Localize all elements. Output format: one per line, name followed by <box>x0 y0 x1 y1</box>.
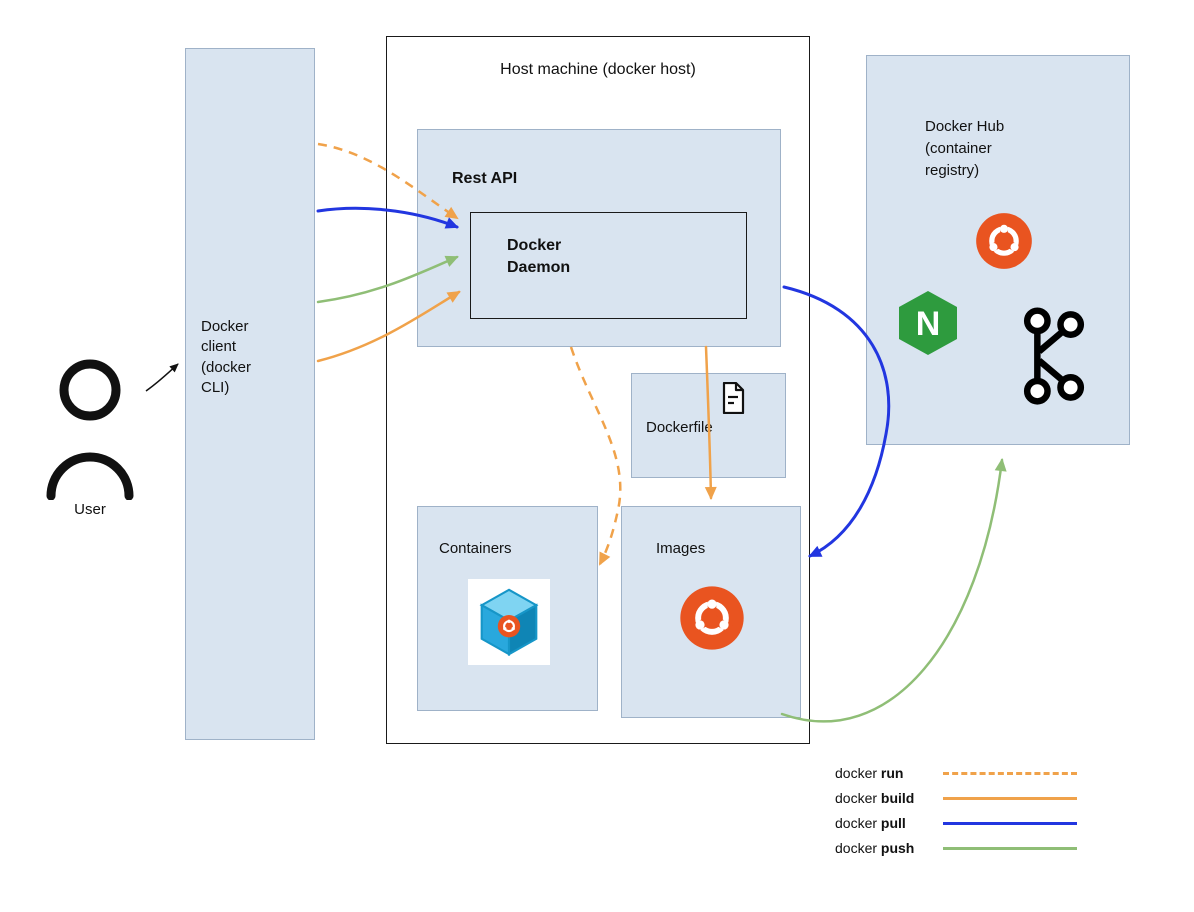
legend-prefix: docker <box>835 789 881 806</box>
legend-item-run: docker run <box>835 760 1077 785</box>
document-icon <box>722 382 745 414</box>
dockerfile-title: Dockerfile <box>646 419 713 436</box>
legend-item-build: docker build <box>835 785 1077 810</box>
containers-box: Containers <box>417 506 598 711</box>
legend-line-push <box>943 846 1077 850</box>
docker-client-title: Docker client <box>201 318 249 356</box>
legend-item-pull: docker pull <box>835 810 1077 835</box>
docker-hub-box: Docker Hub (container registry) N <box>866 55 1130 445</box>
legend-verb-run: run <box>880 764 904 781</box>
legend-prefix: docker <box>835 764 881 781</box>
nginx-letter: N <box>916 305 941 343</box>
docker-daemon-title: Docker Daemon <box>507 237 571 277</box>
docker-push-arrow-images-hub <box>780 458 1007 723</box>
ubuntu-mini-logo <box>497 615 521 638</box>
host-machine-box: Host machine (docker host) Rest API Dock… <box>386 36 810 744</box>
docker-client-subtitle: (docker CLI) <box>201 358 252 396</box>
legend-prefix: docker <box>835 814 881 831</box>
rest-api-title: Rest API <box>452 170 518 187</box>
user-to-client-arrow <box>145 363 179 392</box>
containers-title: Containers <box>439 540 512 557</box>
legend-verb-build: build <box>880 789 915 806</box>
legend-item-push: docker push <box>835 835 1077 860</box>
ubuntu-logo-icon <box>680 586 744 650</box>
dockerfile-box: Dockerfile <box>631 373 786 478</box>
legend-prefix: docker <box>835 839 881 856</box>
images-box: Images <box>621 506 801 718</box>
legend-line-pull <box>943 821 1077 825</box>
rest-api-box: Rest API Docker Daemon <box>417 129 781 347</box>
kafka-logo-icon <box>1023 307 1085 405</box>
legend-verb-pull: pull <box>880 814 906 831</box>
user-icon <box>46 359 134 500</box>
docker-client-box: Docker client (docker CLI) <box>185 48 315 740</box>
ubuntu-logo-icon <box>976 213 1032 269</box>
images-title: Images <box>656 540 706 557</box>
docker-hub-title: Docker Hub (container registry) <box>925 118 1005 179</box>
container-cube-icon <box>468 579 550 665</box>
user-label: User <box>74 501 106 518</box>
nginx-logo-icon: N <box>899 291 957 355</box>
docker-daemon-box: Docker Daemon <box>470 212 747 319</box>
legend-line-run <box>943 771 1077 775</box>
host-machine-title: Host machine (docker host) <box>500 61 696 78</box>
legend-line-build <box>943 796 1077 800</box>
legend: docker run docker build docker pull dock… <box>835 760 1077 860</box>
legend-verb-push: push <box>880 839 915 856</box>
